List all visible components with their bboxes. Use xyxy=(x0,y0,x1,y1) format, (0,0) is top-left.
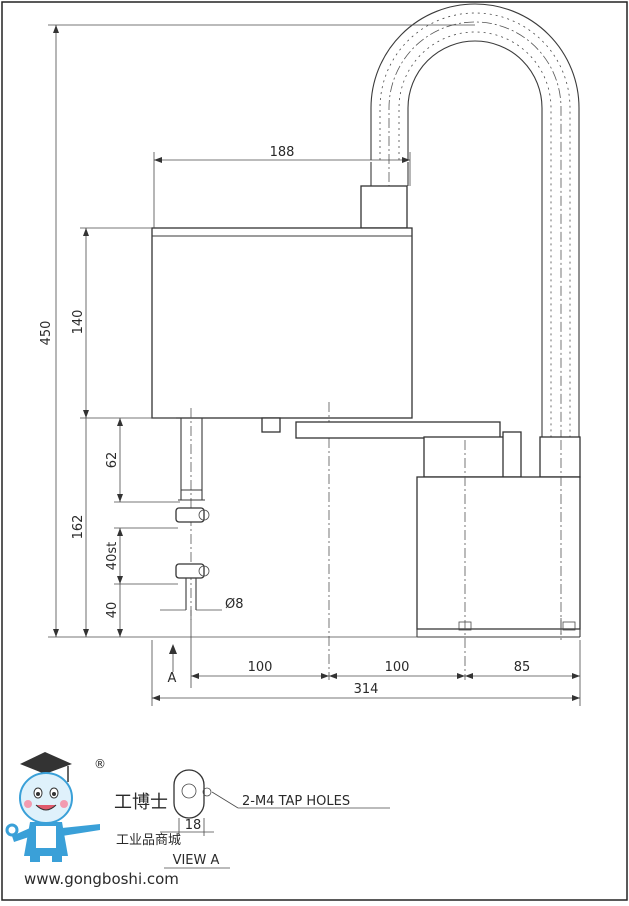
dim-diameter-8: Ø8 xyxy=(225,597,244,612)
view-a-detail xyxy=(160,769,390,836)
tap-holes-note: 2-M4 TAP HOLES xyxy=(242,794,350,809)
dim-40: 40 xyxy=(105,602,120,619)
brand-name: 工博士 xyxy=(114,792,168,813)
dim-85: 85 xyxy=(514,660,531,675)
dim-140: 140 xyxy=(71,310,86,335)
base-side-block xyxy=(502,431,522,478)
website-url: www.gongboshi.com xyxy=(24,870,179,888)
hose-connector-base xyxy=(539,436,581,478)
dimension-arrows xyxy=(53,25,580,701)
dim-162: 162 xyxy=(71,515,86,540)
cable-hose xyxy=(370,3,580,470)
dim-40st: 40st xyxy=(105,542,120,570)
dim-188: 188 xyxy=(270,145,295,160)
registered-mark: ® xyxy=(94,757,106,771)
spline-shaft xyxy=(175,408,210,620)
brand-subtitle: 工业品商城 xyxy=(116,833,181,848)
dim-100-right: 100 xyxy=(385,660,410,675)
robot-base xyxy=(416,476,581,630)
dim-314: 314 xyxy=(354,682,379,697)
arm-tab xyxy=(261,417,281,433)
dimension-lines xyxy=(48,24,581,706)
base-joint xyxy=(423,436,513,478)
mascot-logo xyxy=(5,752,100,862)
view-a-label: VIEW A xyxy=(173,853,220,868)
upper-arm-body xyxy=(151,227,413,419)
dim-450: 450 xyxy=(39,321,54,346)
view-marker-a: A xyxy=(168,671,177,686)
mount-hole-left xyxy=(458,621,472,631)
dim-18: 18 xyxy=(185,818,202,833)
mount-hole-right xyxy=(562,621,576,631)
dim-62: 62 xyxy=(105,452,120,469)
forearm-plate xyxy=(295,421,501,439)
dim-100-left: 100 xyxy=(248,660,273,675)
hose-connector-top xyxy=(360,185,408,229)
